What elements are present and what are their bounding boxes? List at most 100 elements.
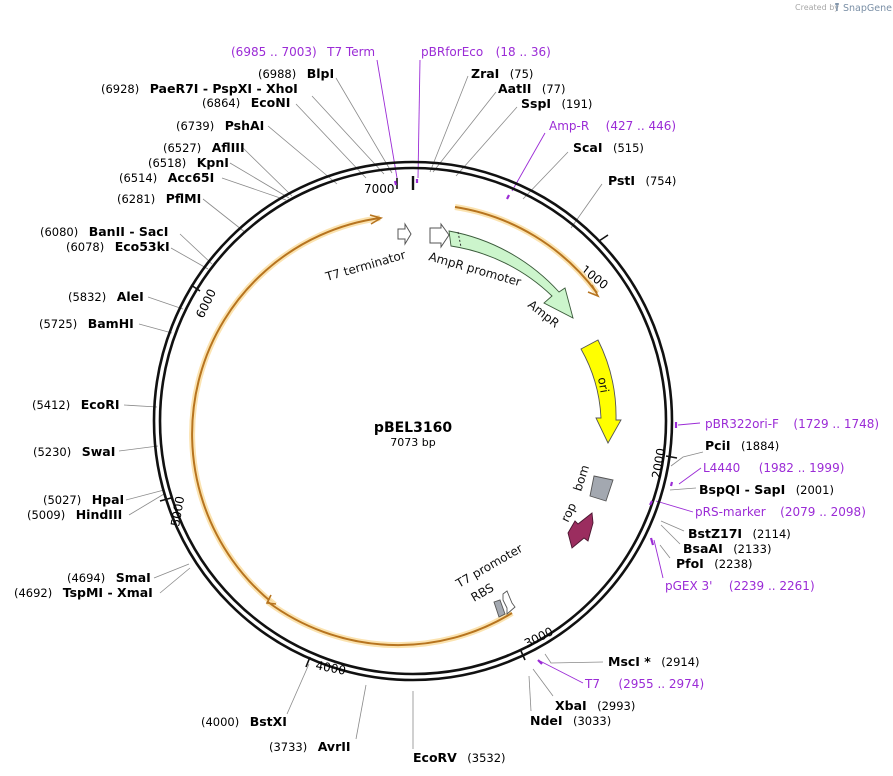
site-label-pshai: (6739) PshAI xyxy=(176,117,264,134)
leader-pbr322ori-f xyxy=(677,422,701,426)
leader-ndei xyxy=(528,675,532,712)
leader-tspmi xyxy=(159,567,191,594)
tick-4000 xyxy=(305,656,311,668)
leader-amp-r xyxy=(511,132,546,192)
leader-lines xyxy=(118,75,704,749)
site-name-extra: - XhoI xyxy=(257,81,298,96)
feature-label-ori: ori xyxy=(595,376,611,394)
leader-banii xyxy=(179,233,213,265)
leader-pgex3 xyxy=(653,539,664,579)
orf-arc-3 xyxy=(267,601,513,647)
brand-name: SnapGene xyxy=(843,3,892,14)
leader-t7term xyxy=(376,59,398,179)
primer-labels: (6985 .. 7003) T7 Term pBRforEco (18 .. … xyxy=(231,45,879,691)
leader-acc65i xyxy=(221,177,287,201)
site-label-banii: (6080) BanII - SacI xyxy=(40,223,168,240)
leader-pbrforeco xyxy=(417,59,421,179)
site-label-bstz17i: BstZ17I (2114) xyxy=(688,525,791,542)
leader-ecori xyxy=(123,404,158,408)
primer-mark-prs-marker xyxy=(649,500,653,506)
tick-label-2000: 2000 xyxy=(649,447,668,480)
site-label-blpi: (6988) BlpI xyxy=(258,65,334,82)
leader-bspqi xyxy=(669,487,697,491)
snapgene-logo-icon xyxy=(835,3,839,11)
site-label-aatii: AatII (77) xyxy=(498,80,565,97)
primer-label-pgex3: pGEX 3' (2239 .. 2261) xyxy=(665,577,815,594)
snapgene-watermark: Created by SnapGene xyxy=(795,3,892,14)
rop-shape xyxy=(567,512,594,549)
leader-eco53ki xyxy=(170,247,209,270)
feature-label-rop: rop xyxy=(558,501,579,525)
tick-5000 xyxy=(159,497,172,502)
leader-bstxi xyxy=(286,663,310,715)
backbone-inner-ring xyxy=(158,166,668,676)
orf-arc-2 xyxy=(191,217,381,606)
primer-mark-pgex3 xyxy=(649,537,655,546)
site-label-pflmi: (6281) PflMI xyxy=(117,190,201,207)
site-label-scai: ScaI (515) xyxy=(573,139,644,156)
leader-xbai xyxy=(532,668,554,697)
leader-hpai xyxy=(125,489,165,501)
tick-label-4000: 4000 xyxy=(314,658,347,678)
leader-kpni xyxy=(229,162,290,199)
leader-aatii xyxy=(432,91,497,173)
site-label-zrai: ZraI (75) xyxy=(471,65,533,82)
primer-mark-t7 xyxy=(537,659,543,665)
ori-shape xyxy=(580,339,622,444)
leader-econi xyxy=(295,103,367,179)
backbone-outer-ring xyxy=(152,160,674,682)
site-label-bspqi: BspQI - SapI (2001) xyxy=(699,481,834,498)
leader-l4440 xyxy=(678,467,702,485)
site-label-afliii: (6527) AflIII xyxy=(163,139,245,156)
feature-label-bom: bom xyxy=(571,463,593,493)
leader-prs-marker xyxy=(655,500,694,513)
tick-label-5000: 5000 xyxy=(168,495,187,528)
created-by-text: Created by xyxy=(795,3,839,12)
rbs-shape xyxy=(493,599,506,618)
site-pos: (6928) xyxy=(101,82,139,96)
leader-paer7i xyxy=(311,95,385,175)
leader-t7 xyxy=(539,660,584,684)
primer-label-pbr322ori-f: pBR322ori-F (1729 .. 1748) xyxy=(705,415,879,432)
site-label-sspi: SspI (191) xyxy=(521,95,592,112)
site-label-hindiii: (5009) HindIII xyxy=(27,506,122,523)
leader-sspi xyxy=(455,106,518,177)
leader-pshai xyxy=(267,125,338,185)
feature-label-rbs: RBS xyxy=(469,580,497,604)
site-label-hpai: (5027) HpaI xyxy=(43,491,124,508)
ampr-cds-shape xyxy=(448,230,574,319)
orf-arc-2-head xyxy=(369,214,384,225)
site-label-pcii: PciI (1884) xyxy=(705,437,779,454)
leader-pcii xyxy=(670,451,704,467)
site-label-ecorv: EcoRV (3532) xyxy=(413,749,506,766)
site-name-extra: - PspXI xyxy=(203,81,252,96)
site-label-alei: (5832) AleI xyxy=(68,288,144,305)
site-label-ecori: (5412) EcoRI xyxy=(32,396,120,413)
site-labels: (6928) PaeR7I - PspXI - XhoI (6988) BlpI… xyxy=(14,65,834,766)
primer-label-amp-r: Amp-R (427 .. 446) xyxy=(549,117,676,134)
leader-swai xyxy=(118,445,159,452)
plasmid-backbone xyxy=(152,160,674,682)
site-label-msci: MscI * (2914) xyxy=(608,653,700,670)
site-label-paer7i: (6928) PaeR7I - PspXI - XhoI xyxy=(101,80,298,97)
site-label-ndei: NdeI (3033) xyxy=(530,712,611,729)
orf-arc-3-head xyxy=(265,594,277,605)
leader-zrai xyxy=(429,75,469,173)
leader-bamhi xyxy=(138,323,173,334)
primer-label-l4440: L4440 (1982 .. 1999) xyxy=(703,459,844,476)
leader-msci xyxy=(544,653,604,664)
site-label-psti: PstI (754) xyxy=(608,172,676,189)
t7-terminator-shape xyxy=(397,222,412,246)
site-name: PaeR7I xyxy=(150,81,199,96)
plasmid-length: 7073 bp xyxy=(390,436,435,449)
t7-promoter-shape xyxy=(502,590,516,615)
primer-label-prs-marker: pRS-marker (2079 .. 2098) xyxy=(695,503,866,520)
site-label-bstxi: (4000) BstXI xyxy=(201,713,287,730)
orf-arc-1 xyxy=(454,206,598,294)
bom-shape xyxy=(589,475,614,502)
backbone-ticks xyxy=(159,178,678,668)
feature-label-t7-terminator: T7 terminator xyxy=(323,248,407,285)
primer-mark-t7term xyxy=(393,180,398,186)
site-label-swai: (5230) SwaI xyxy=(33,443,115,460)
site-label-tspmi: (4692) TspMI - XmaI xyxy=(14,584,153,601)
